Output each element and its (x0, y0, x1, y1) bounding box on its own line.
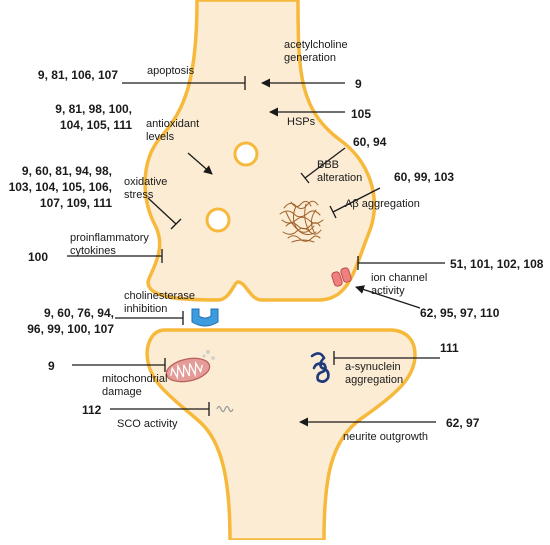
bbb-refs: 60, 94 (353, 135, 387, 149)
bbb-inhibit-line (304, 147, 346, 179)
antioxidant-arrow (187, 152, 213, 175)
inhibit-bar (300, 172, 310, 184)
presynaptic-neuron (143, 0, 377, 302)
abeta-inhibit-line (332, 187, 381, 213)
alpha-synuclein-icon (310, 352, 330, 383)
ion-channel-icon (331, 267, 352, 287)
ionchannel-up-refs: 62, 95, 97, 110 (420, 306, 500, 320)
inhibit-bar (329, 205, 337, 219)
hsps-refs: 105 (351, 107, 371, 121)
sco-wave-icon (216, 405, 234, 413)
abeta-label: Aβ aggregation (345, 198, 420, 210)
oxidative-refs: 9, 60, 81, 94, 98,103, 104, 105, 106,107… (9, 164, 113, 210)
neurite-label: neurite outgrowth (343, 431, 428, 443)
ach-refs: 9 (355, 77, 362, 91)
sco-label: SCO activity (117, 418, 178, 430)
cholinesterase-receptor-icon (191, 308, 219, 327)
neurite-refs: 62, 97 (446, 416, 480, 430)
cytokines-refs: 100 (28, 250, 48, 264)
antioxidant-refs: 9, 81, 98, 100,104, 105, 111 (55, 102, 132, 132)
apoptosis-label: apoptosis (147, 65, 195, 77)
hsps-label: HSPs (287, 116, 316, 128)
sco-refs: 112 (82, 403, 102, 417)
oxidative-inhibit-line (147, 197, 177, 225)
ionchannel-arrow (355, 285, 421, 309)
apoptosis-refs: 9, 81, 106, 107 (38, 68, 118, 82)
ionchannel-refs: 51, 101, 102, 108 (450, 257, 544, 271)
mito-refs: 9 (48, 359, 55, 373)
synuclein-refs: 111 (440, 341, 459, 355)
abeta-refs: 60, 99, 103 (394, 170, 454, 184)
mitochondrion-icon (165, 350, 215, 383)
amyloid-beta-aggregate-icon (279, 200, 324, 243)
synaptic-vesicle (233, 141, 259, 167)
synaptic-vesicle (205, 207, 231, 233)
inhibit-bar (170, 218, 182, 230)
cholinesterase-refs: 9, 60, 76, 94,96, 99, 100, 107 (27, 306, 114, 336)
